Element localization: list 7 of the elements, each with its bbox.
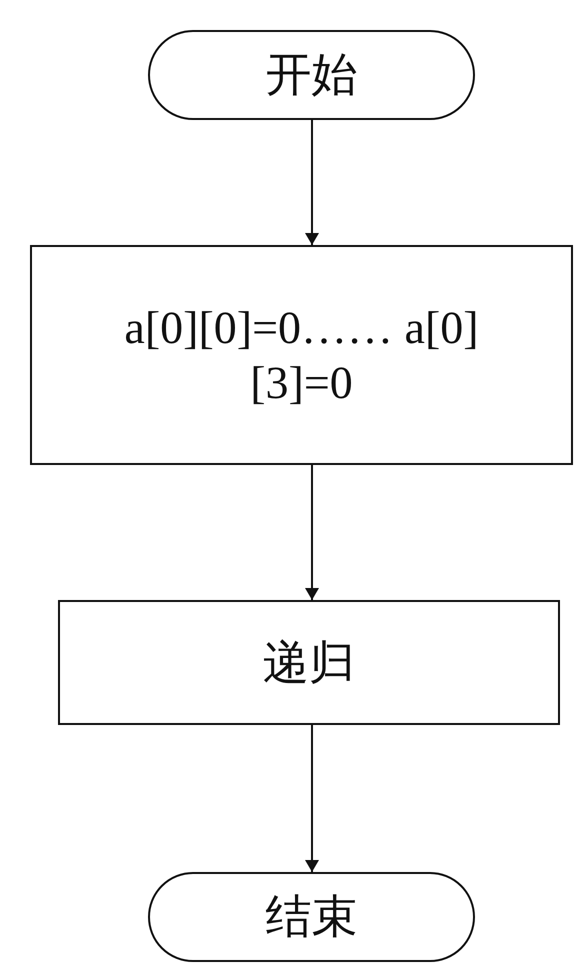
arrow <box>305 725 319 872</box>
arrow <box>305 120 319 245</box>
arrow <box>305 465 319 600</box>
process-box: 递归 <box>58 600 560 725</box>
terminal-box: 开始 <box>148 30 475 120</box>
terminal-box: 结束 <box>148 872 475 962</box>
process-box: a[0][0]=0…… a[0][3]=0 <box>30 245 573 465</box>
